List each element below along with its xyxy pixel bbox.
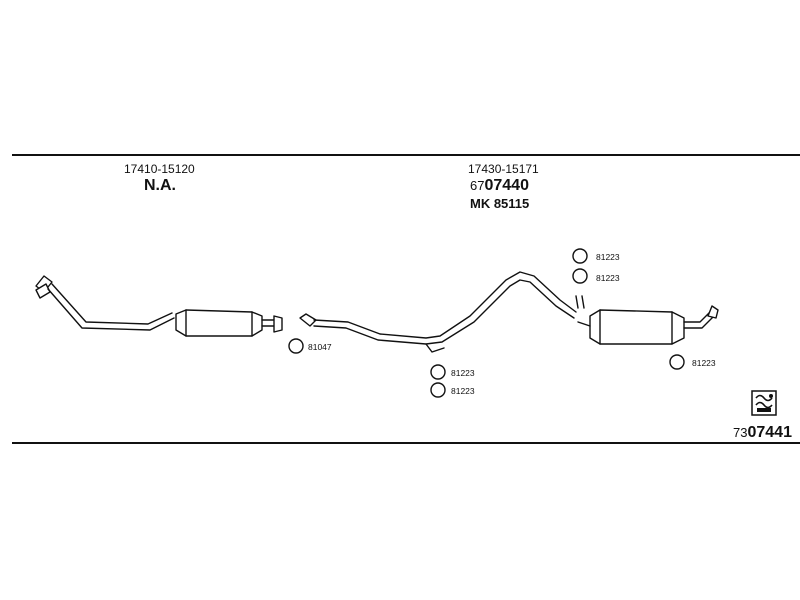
- gasket-mid-lower-1: [430, 364, 446, 380]
- gasket-mid-lower-2: [430, 382, 446, 398]
- rear-muffler: [577, 305, 719, 345]
- gasket-label-rear-tail: 81223: [692, 358, 716, 368]
- front-pipe: [35, 275, 175, 331]
- gasket-rear-upper-2: [572, 268, 588, 284]
- footer-ref-prefix: 73: [733, 425, 748, 440]
- gasket-rear-tail: [669, 354, 685, 370]
- gasket-label-mid-lower-2: 81223: [451, 386, 475, 396]
- bottom-divider: [12, 442, 800, 444]
- gasket-label-rear-upper-2: 81223: [596, 273, 620, 283]
- footer-reference: 7307441: [733, 424, 792, 442]
- gasket-label-front-mid: 81047: [308, 342, 332, 352]
- catalog-logo-icon: [751, 390, 777, 416]
- front-status: N.A.: [144, 177, 176, 194]
- front-muffler: [175, 309, 283, 337]
- rear-part-number: 17430-15171: [468, 162, 539, 176]
- gasket-front-mid: [288, 338, 304, 354]
- middle-pipe: [299, 271, 585, 353]
- gasket-label-rear-upper-1: 81223: [596, 252, 620, 262]
- top-divider: [12, 154, 800, 156]
- gasket-rear-upper-1: [572, 248, 588, 264]
- rear-mk-label: MK 85115: [470, 196, 530, 211]
- rear-kit-prefix: 67: [470, 178, 485, 193]
- rear-kit-main: 07440: [484, 177, 529, 194]
- rear-kit-number: 6707440: [470, 177, 529, 195]
- front-part-number: 17410-15120: [124, 162, 195, 176]
- gasket-label-mid-lower-1: 81223: [451, 368, 475, 378]
- footer-ref-main: 07441: [747, 424, 792, 441]
